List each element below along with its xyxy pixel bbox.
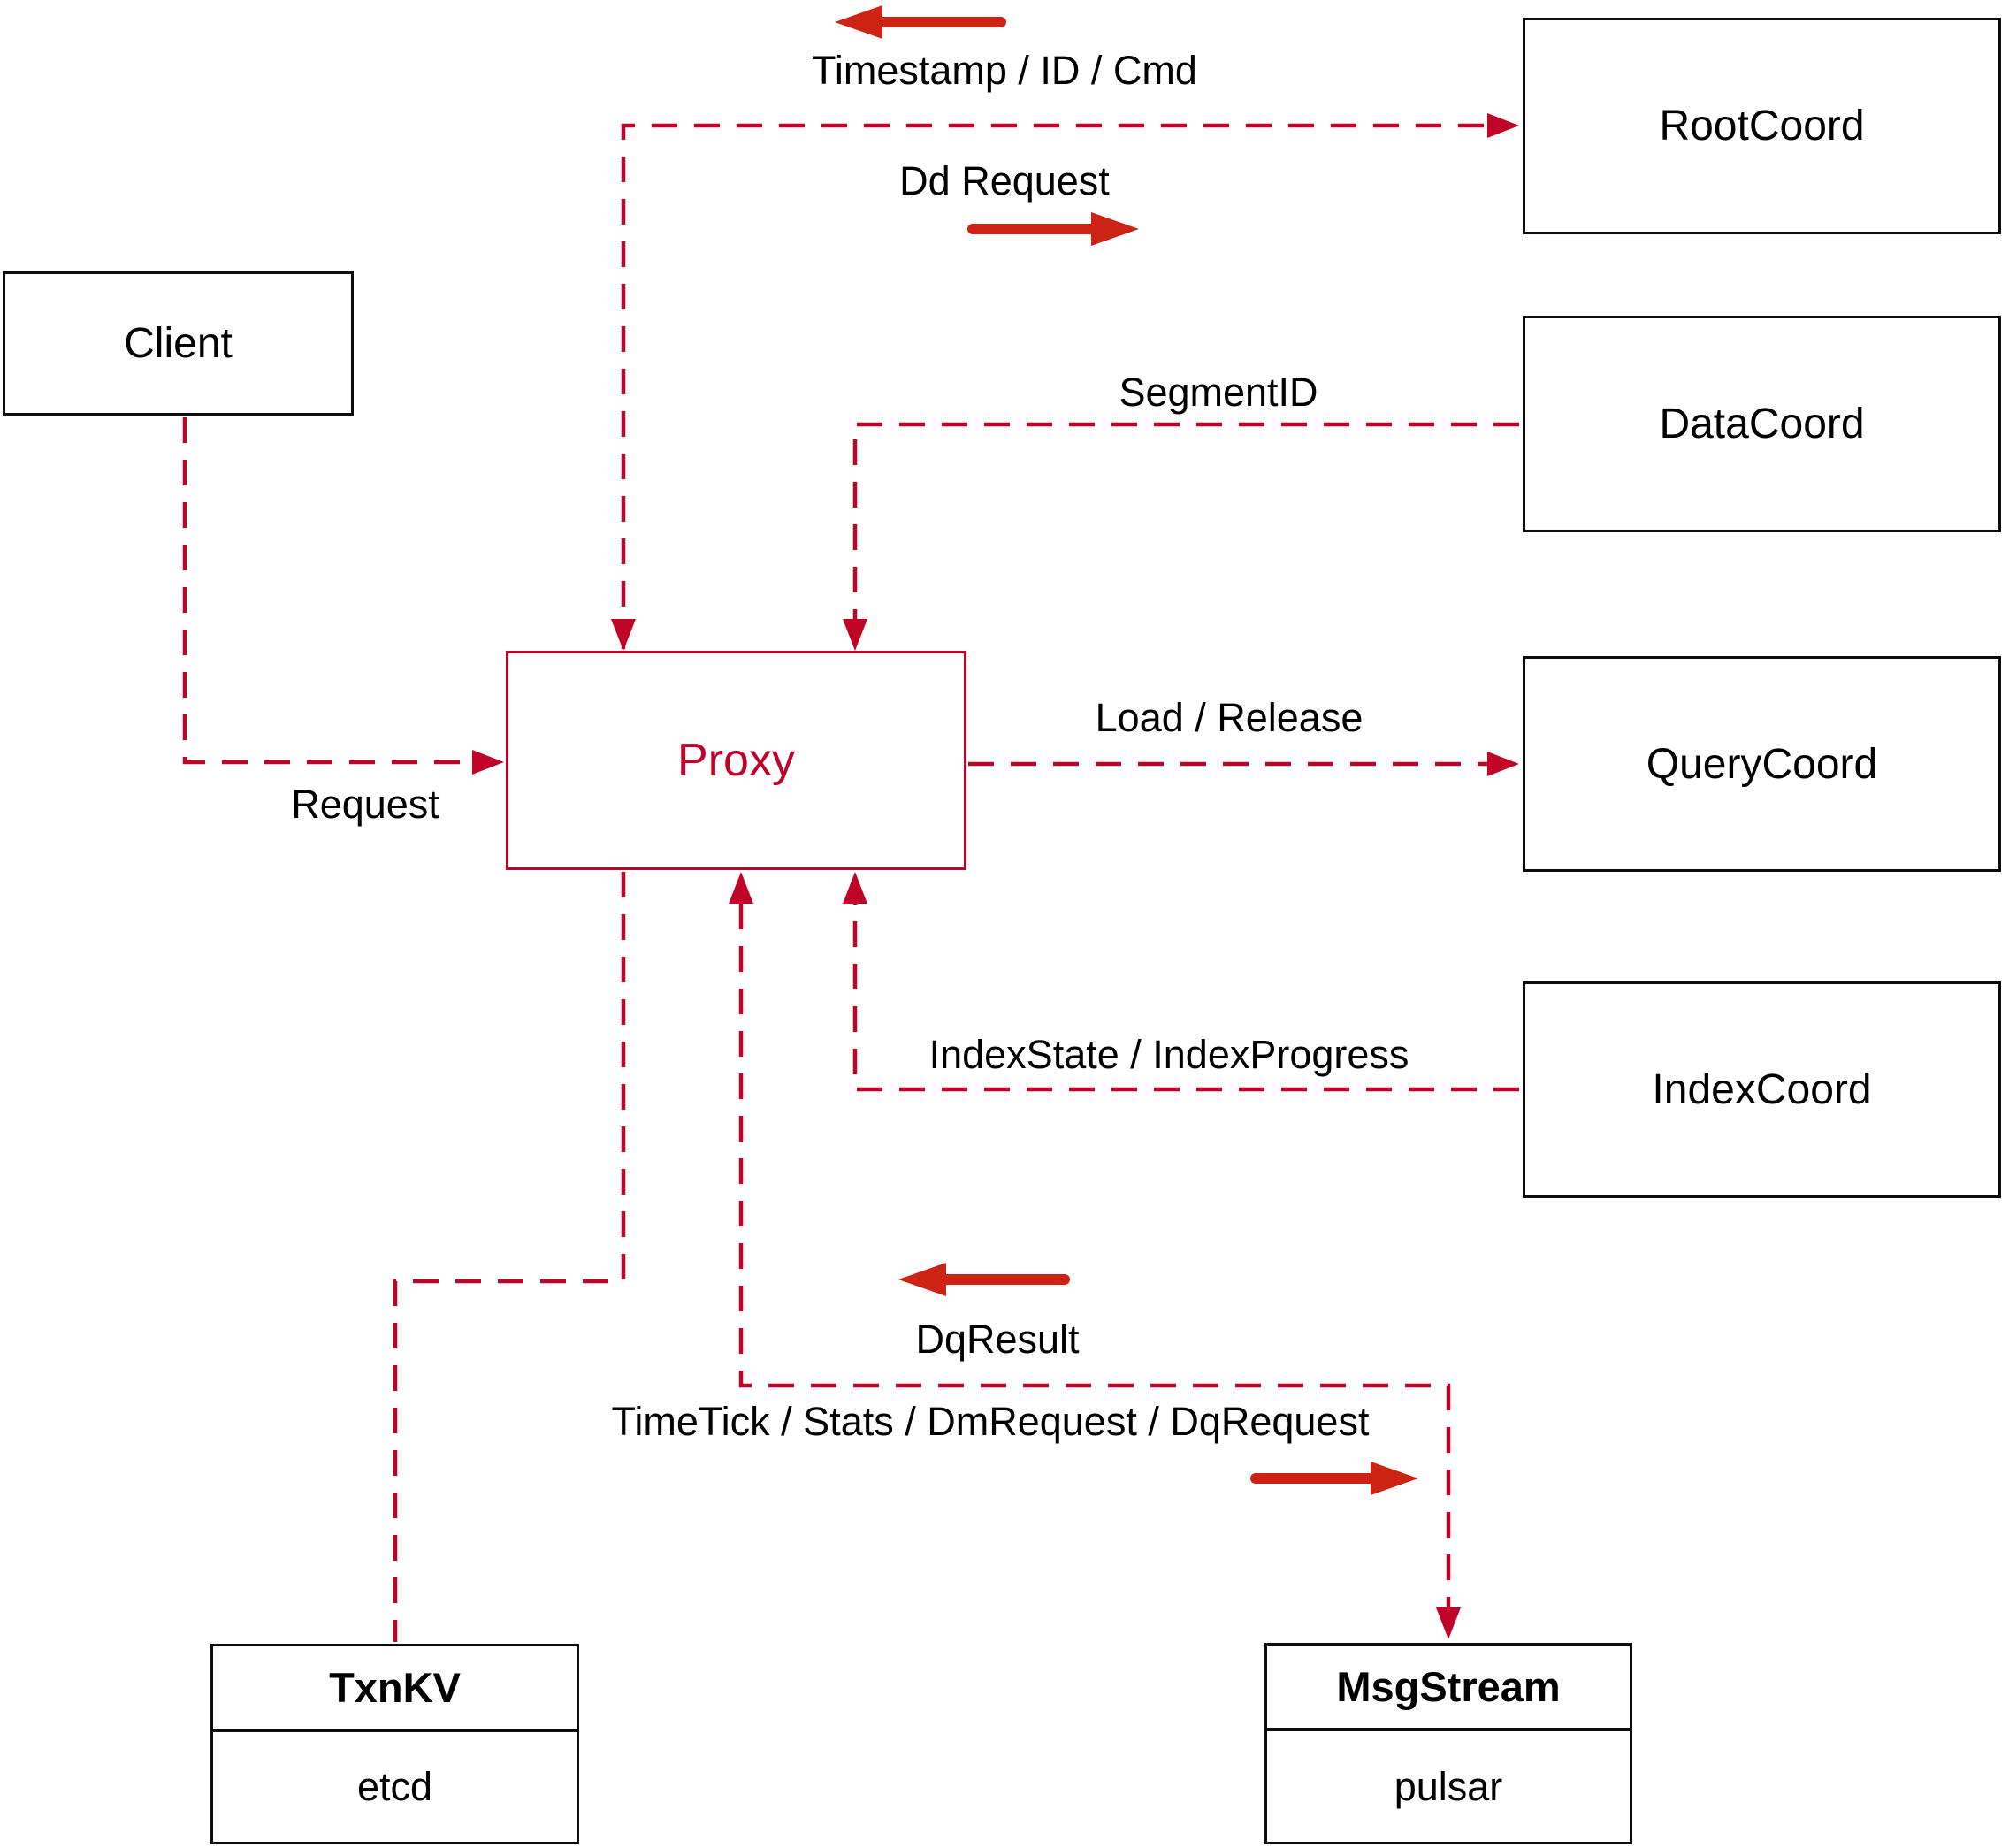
proxy-node-label: Proxy <box>677 735 795 786</box>
segment-id-edge-label: SegmentID <box>1119 370 1318 415</box>
dqresult-direction-left-arrow-icon <box>898 1263 1070 1296</box>
arrowhead-down-into-proxy-icon <box>843 619 867 651</box>
indexcoord-node: IndexCoord <box>1523 981 2001 1198</box>
edge-proxy-querycoord <box>968 752 1519 776</box>
arrowhead-right-into-querycoord-icon <box>1487 752 1519 776</box>
arrowhead-right-into-proxy-icon <box>472 750 504 775</box>
edge-client-proxy <box>182 417 504 775</box>
load-release-edge-label: Load / Release <box>1095 695 1364 740</box>
msgstream-node: MsgStream pulsar <box>1264 1643 1632 1844</box>
request-edge-label: Request <box>291 782 439 827</box>
msgstream-node-subtitle: pulsar <box>1394 1763 1503 1809</box>
edge-proxy-txnkv <box>393 872 626 1642</box>
datacoord-node-label: DataCoord <box>1659 401 1865 447</box>
txnkv-node-subtitle: etcd <box>356 1764 433 1809</box>
indexcoord-node-label: IndexCoord <box>1652 1066 1872 1113</box>
arrowhead-up-into-proxy-icon <box>843 872 867 904</box>
txnkv-node: TxnKV etcd <box>210 1644 579 1844</box>
arrowhead-down-into-msgstream-icon <box>1436 1607 1461 1639</box>
timestamp-edge-label: Timestamp / ID / Cmd <box>812 48 1197 93</box>
edge-indexcoord-proxy <box>843 872 1519 1092</box>
dq-result-edge-label: DqResult <box>915 1317 1080 1362</box>
querycoord-node-label: QueryCoord <box>1646 740 1878 788</box>
index-state-edge-label: IndexState / IndexProgress <box>928 1032 1409 1077</box>
dd-request-edge-label: Dd Request <box>899 158 1110 203</box>
edge-proxy-msgstream <box>729 872 1461 1639</box>
arrowhead-down-into-proxy-icon <box>611 619 636 651</box>
rootcoord-node: RootCoord <box>1523 18 2001 234</box>
datacoord-node: DataCoord <box>1523 316 2001 532</box>
edge-datacoord-proxy <box>843 422 1519 651</box>
dd-request-direction-right-arrow-icon <box>967 212 1139 246</box>
msgstream-node-title: MsgStream <box>1267 1646 1630 1731</box>
client-node: Client <box>3 271 354 416</box>
timetick-direction-right-arrow-icon <box>1250 1462 1418 1495</box>
arrowhead-right-into-rootcoord-icon <box>1487 113 1519 138</box>
txnkv-node-title: TxnKV <box>213 1646 577 1732</box>
rootcoord-node-label: RootCoord <box>1659 103 1865 149</box>
arrowhead-up-into-proxy-icon <box>729 872 753 904</box>
proxy-node: Proxy <box>506 651 966 870</box>
querycoord-node: QueryCoord <box>1523 656 2001 872</box>
timestamp-direction-left-arrow-icon <box>835 5 1006 39</box>
client-node-label: Client <box>124 320 233 367</box>
time-tick-edge-label: TimeTick / Stats / DmRequest / DqRequest <box>611 1399 1370 1444</box>
edge-proxy-rootcoord <box>611 113 1519 651</box>
